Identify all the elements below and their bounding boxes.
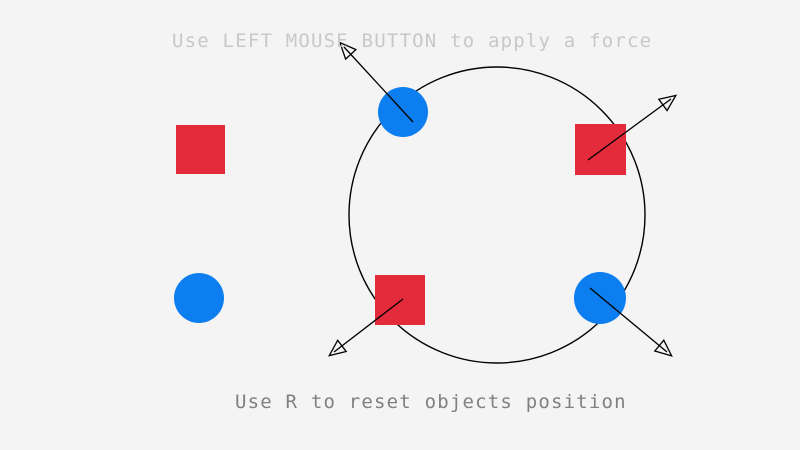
force-arrow-square-bottom <box>327 298 404 357</box>
hint-text-apply-force: Use LEFT MOUSE BUTTON to apply a force <box>172 30 653 52</box>
body-circle-bottom-right[interactable] <box>574 272 626 324</box>
force-arrow-circle-bottom-right <box>589 287 673 357</box>
force-arrow-circle-top <box>338 41 414 123</box>
hint-text-reset-objects: Use R to reset objects position <box>235 391 627 413</box>
body-square-left[interactable] <box>176 125 225 174</box>
body-circle-left[interactable] <box>174 273 224 323</box>
body-square-right[interactable] <box>575 124 626 175</box>
boundary-circle <box>348 66 646 364</box>
force-arrow-square-right <box>587 94 678 161</box>
body-square-bottom[interactable] <box>375 275 425 325</box>
